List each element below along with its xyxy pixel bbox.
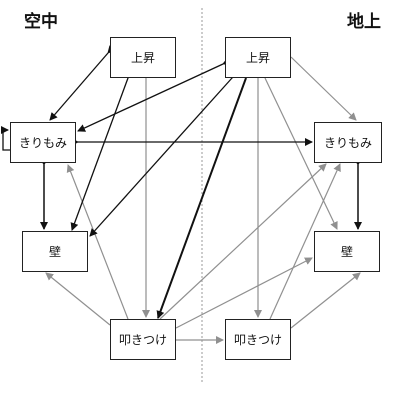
header-ground: 地上 xyxy=(347,12,381,32)
arrow-left-rise-left-spin xyxy=(49,45,116,121)
node-air-spin: きりもみ xyxy=(10,122,76,163)
node-ground-rise: 上昇 xyxy=(225,37,291,78)
header-air: 空中 xyxy=(24,12,58,32)
arrow-left-slam-to-left-wall xyxy=(45,272,111,326)
arrow-left-slam-to-right-spin xyxy=(159,163,327,320)
node-air-slam: 叩きつけ xyxy=(110,319,176,360)
arrow-left-spin-self-loop xyxy=(1,126,10,151)
arrow-right-rise-to-right-spin xyxy=(290,56,357,121)
arrow-right-slam-to-right-wall xyxy=(290,272,361,329)
node-ground-spin: きりもみ xyxy=(314,122,382,163)
node-air-wall: 壁 xyxy=(22,231,88,272)
node-ground-slam: 叩きつけ xyxy=(225,319,291,360)
node-air-rise: 上昇 xyxy=(110,37,176,78)
arrow-left-rise-left-wall xyxy=(70,70,135,231)
arrow-right-rise-to-right-wall xyxy=(264,77,338,230)
node-ground-wall: 壁 xyxy=(314,231,380,272)
arrow-right-rise-left-slam xyxy=(156,70,253,319)
arrow-right-rise-left-wall xyxy=(89,70,240,237)
arrow-left-slam-to-right-wall xyxy=(175,257,313,329)
arrow-right-slam-to-right-spin xyxy=(269,163,341,320)
